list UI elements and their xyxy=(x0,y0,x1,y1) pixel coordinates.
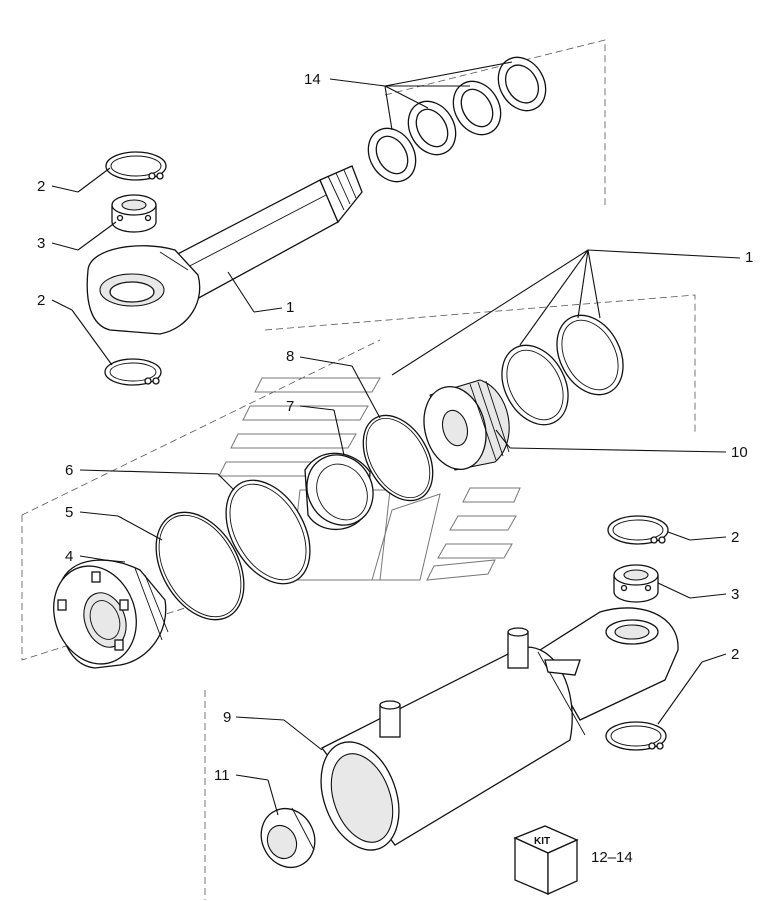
cylinder-barrel xyxy=(320,607,679,851)
callout-1-kit: 1 xyxy=(745,249,753,266)
callout-11: 11 xyxy=(214,767,230,784)
guide-rings xyxy=(367,56,547,183)
callout-3-right: 3 xyxy=(731,586,739,603)
bushing-bottom xyxy=(613,564,659,603)
kit-range-label: 12–14 xyxy=(591,849,633,866)
piston xyxy=(423,379,510,471)
callout-5: 5 xyxy=(65,504,73,521)
piston-rod xyxy=(86,165,363,335)
callout-2-top: 2 xyxy=(37,178,45,195)
callout-3-top: 3 xyxy=(37,235,45,252)
callout-2-mid: 2 xyxy=(37,292,45,309)
callout-2-right-lower: 2 xyxy=(731,646,739,663)
gland-nut xyxy=(53,559,169,669)
kit-cube-icon xyxy=(513,825,579,896)
watermark-logo xyxy=(218,377,521,581)
callout-10: 10 xyxy=(731,444,748,461)
piston-seal-rings xyxy=(501,314,624,426)
callout-labels: 14 2 3 1 2 1 8 7 10 6 5 4 2 3 2 9 11 KIT… xyxy=(37,71,753,866)
callout-9: 9 xyxy=(223,709,231,726)
o-rings-middle xyxy=(155,414,434,621)
callout-1-rod: 1 xyxy=(286,299,294,316)
snap-rings-bottom xyxy=(605,515,669,751)
callout-14: 14 xyxy=(304,71,321,88)
callout-7: 7 xyxy=(286,398,294,415)
callout-8: 8 xyxy=(286,348,294,365)
snap-rings-top xyxy=(104,151,167,386)
callout-6: 6 xyxy=(65,462,73,479)
kit-box-label: KIT xyxy=(534,836,550,847)
port-fitting-loose xyxy=(260,807,316,868)
leader-lines xyxy=(51,61,741,816)
bushing-top xyxy=(111,194,157,233)
callout-4: 4 xyxy=(65,548,73,565)
callout-2-right-upper: 2 xyxy=(731,529,739,546)
